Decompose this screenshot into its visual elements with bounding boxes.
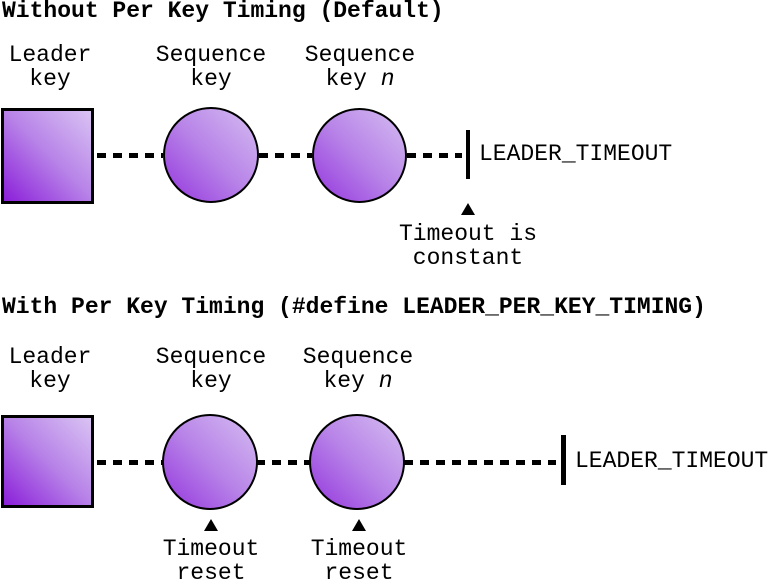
dashed-timeline-segment xyxy=(407,153,462,158)
italic-n: n xyxy=(364,368,393,394)
dashed-timeline-segment xyxy=(97,460,163,465)
sequence-key-n-circle xyxy=(312,108,407,203)
timeout-terminator-bar xyxy=(466,130,470,179)
leader-timeout-label: LEADER_TIMEOUT xyxy=(479,141,673,167)
sequence-key-circle xyxy=(163,107,259,203)
dashed-timeline-segment xyxy=(97,153,163,158)
dashed-timeline-segment xyxy=(259,153,312,158)
leader-timeout-label: LEADER_TIMEOUT xyxy=(575,448,768,474)
italic-n: n xyxy=(366,66,395,92)
up-triangle-marker-icon xyxy=(204,519,218,531)
leader-key-square xyxy=(1,415,94,508)
leader-key-square xyxy=(1,108,94,204)
dashed-timeline-segment xyxy=(404,460,556,465)
dashed-timeline-segment xyxy=(256,460,310,465)
up-triangle-marker-icon xyxy=(352,519,366,531)
section-title-with-per-key-timing: With Per Key Timing (#define LEADER_PER_… xyxy=(2,294,706,320)
sequence-key-circle xyxy=(162,414,258,510)
section-title-without-per-key-timing: Without Per Key Timing (Default) xyxy=(2,0,444,24)
timeout-terminator-bar xyxy=(561,435,566,485)
sequence-key-n-circle xyxy=(309,414,405,510)
up-triangle-marker-icon xyxy=(461,203,475,215)
